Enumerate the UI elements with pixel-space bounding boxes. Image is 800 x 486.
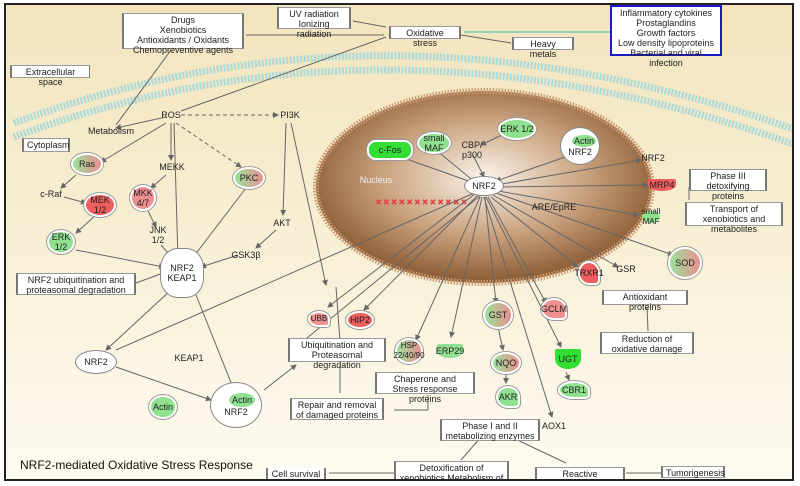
plasma-membrane <box>12 52 792 148</box>
pathway-canvas: × × × × × × × × × × × × <box>4 3 794 481</box>
ionizing-radiation-label: Ionizing radiation <box>296 19 332 39</box>
input-antioxidants-label: Antioxidants / Oxidants <box>136 35 230 45</box>
node-trxr1[interactable]: TRXR1 <box>574 261 604 285</box>
node-ras[interactable]: Ras <box>71 153 103 175</box>
input-chemopreventive-label: Chemopreventive agents <box>132 45 234 55</box>
node-cbp-p300[interactable]: CBP/ p300 <box>461 140 483 160</box>
are-epre-label[interactable]: ARE/EpRE <box>531 202 577 212</box>
input-drugs-box[interactable]: Drugs Xenobiotics Antioxidants / Oxidant… <box>122 13 244 55</box>
nucleus-label: Nucleus <box>359 175 393 185</box>
node-nrf2-phosphorylated[interactable]: NRF2 <box>76 351 116 373</box>
complex-nrf2-label: NRF2 <box>170 263 194 273</box>
inflammatory-box[interactable]: Inflammatory cytokines Prostaglandins Gr… <box>610 5 722 68</box>
node-mrp4[interactable]: MRP4 <box>648 179 676 191</box>
growth-factors-label: Growth factors <box>636 28 696 38</box>
node-nqo[interactable]: NQO <box>491 352 521 374</box>
complex-actin-label: Actin <box>571 135 596 147</box>
node-ugt[interactable]: UGT <box>555 349 581 369</box>
process-chaperone[interactable]: Chaperone and Stress response proteins <box>375 372 475 404</box>
node-actin[interactable]: Actin <box>149 395 177 419</box>
inflammatory-cytokines-label: Inflammatory cytokines <box>619 8 713 18</box>
process-phase-1-2[interactable]: Phase I and II metabolizing enzymes <box>440 419 540 441</box>
node-aox1[interactable]: AOX1 <box>541 421 567 431</box>
cytoplasm-label: Cytoplasm <box>22 138 70 152</box>
node-mek[interactable]: MEK 1/2 <box>84 193 116 217</box>
node-small-maf-nucleus[interactable]: small MAF <box>417 132 451 154</box>
node-mkk[interactable]: MKK 4/7 <box>130 185 156 211</box>
complex-nrf2-label: NRF2 <box>224 407 248 417</box>
node-sod[interactable]: SOD <box>668 247 702 279</box>
are-dna: × × × × × × × × × × × × <box>376 197 468 208</box>
process-detoxification[interactable]: Detoxification of xenobiotics Metabolism… <box>394 461 509 479</box>
pathway-title: NRF2-mediated Oxidative Stress Response <box>20 458 253 472</box>
input-xenobiotics-label: Xenobiotics <box>159 25 207 35</box>
node-gst[interactable]: GST <box>483 301 513 329</box>
node-akt[interactable]: AKT <box>273 218 291 228</box>
prostaglandins-label: Prostaglandins <box>636 18 696 28</box>
complex-nrf2-label: NRF2 <box>568 147 592 157</box>
process-reactive-metabolites[interactable]: Reactive metabolites <box>535 467 625 479</box>
node-c-raf[interactable]: c-Raf <box>40 189 62 199</box>
process-cell-survival[interactable]: Cell survival <box>266 468 326 479</box>
process-phase3[interactable]: Phase III detoxifying proteins <box>689 169 767 201</box>
node-keap1[interactable]: KEAP1 <box>174 353 204 363</box>
pathway-edges: × × × × × × × × × × × × <box>12 20 792 474</box>
node-ros[interactable]: ROS <box>161 110 181 120</box>
extracellular-space-label: Extracellular space <box>10 65 90 87</box>
node-gsk3b[interactable]: GSK3β <box>231 250 261 260</box>
complex-actin-nrf2-nucleus[interactable]: Actin NRF2 <box>561 128 599 164</box>
heavy-metals-box[interactable]: Heavy metals <box>512 37 574 59</box>
input-drugs-label: Drugs <box>170 15 195 25</box>
process-ubiquitination[interactable]: Ubiquitination and Proteasomal degradati… <box>288 338 386 370</box>
node-hsp[interactable]: HSP 22/40/90 <box>393 338 425 364</box>
node-c-fos[interactable]: c-Fos <box>367 140 413 160</box>
node-gsr[interactable]: GSR <box>616 264 636 274</box>
complex-keap1-label: KEAP1 <box>167 273 197 283</box>
input-radiation-box[interactable]: UV radiation Ionizing radiation <box>277 7 351 39</box>
node-erp29[interactable]: ERP29 <box>435 344 465 358</box>
node-akr[interactable]: AKR <box>496 386 520 408</box>
infection-label: Bacterial and viral infection <box>630 48 702 68</box>
node-nrf2-out[interactable]: NRF2 <box>641 153 665 163</box>
uv-radiation-label: UV radiation <box>289 9 339 19</box>
node-metabolism[interactable]: Metabolism <box>87 126 135 136</box>
complex-actin-label: Actin <box>228 393 255 407</box>
complex-actin-nrf2[interactable]: Actin NRF2 <box>211 383 261 427</box>
svg-text:× × × × × × × × × × × ×: × × × × × × × × × × × × <box>376 197 467 207</box>
node-hip2[interactable]: HIP2 <box>346 311 374 329</box>
node-nrf2-nucleus[interactable]: NRF2 <box>465 177 503 195</box>
process-repair[interactable]: Repair and removal of damaged proteins <box>290 398 384 420</box>
process-tumorigenesis[interactable]: Tumorigenesis <box>661 466 725 478</box>
node-pkc[interactable]: PKC <box>233 167 265 189</box>
node-small-maf[interactable]: small MAF <box>641 207 661 226</box>
complex-nrf2-keap1[interactable]: NRF2 KEAP1 <box>161 249 203 297</box>
node-erk-cytoplasm[interactable]: ERK 1/2 <box>47 230 75 254</box>
node-cbr1[interactable]: CBR1 <box>558 381 590 399</box>
process-reduction-oxidative-damage[interactable]: Reduction of oxidative damage <box>600 332 694 354</box>
process-transport[interactable]: Transport of xenobiotics and metabolites <box>685 202 783 234</box>
ldl-label: Low density lipoproteins <box>617 38 715 48</box>
node-erk-nucleus[interactable]: ERK 1/2 <box>498 118 536 140</box>
oxidative-stress-box[interactable]: Oxidative stress <box>389 26 461 48</box>
process-nrf2-ubiquitination[interactable]: NRF2 ubiquitination and proteasomal degr… <box>16 273 136 295</box>
process-antioxidant-proteins[interactable]: Antioxidant proteins <box>602 290 688 312</box>
node-mekk[interactable]: MEKK <box>159 162 185 172</box>
node-gclm[interactable]: GCLM <box>541 298 567 320</box>
node-jnk[interactable]: JNK 1/2 <box>149 225 167 245</box>
node-ubb[interactable]: UBB <box>308 311 330 327</box>
node-pi3k[interactable]: PI3K <box>280 110 300 120</box>
